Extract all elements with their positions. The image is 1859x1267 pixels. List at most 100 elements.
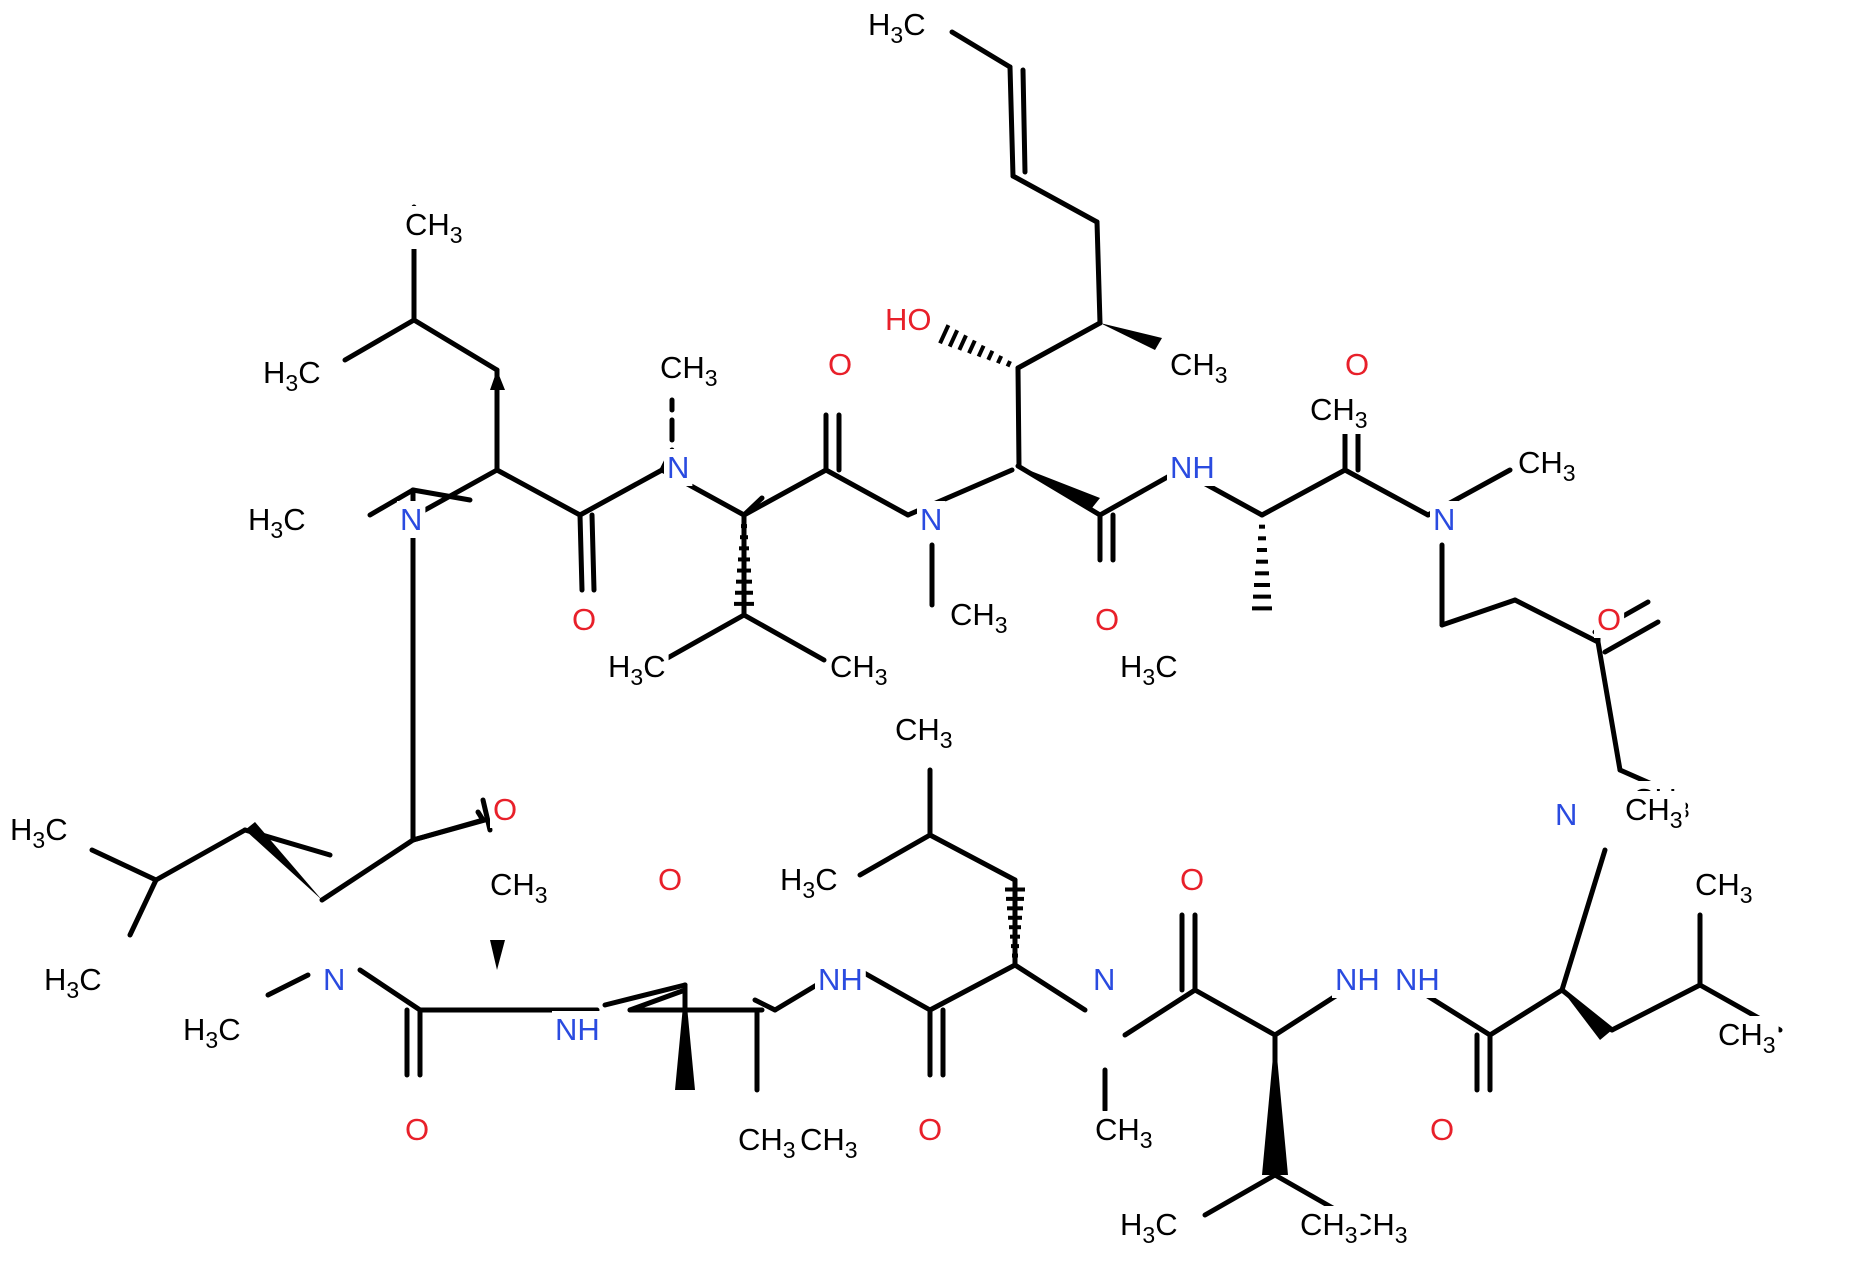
methyl-label: H3C xyxy=(180,1011,244,1054)
nitrogen-label: N xyxy=(664,449,693,486)
bond xyxy=(949,29,1013,70)
bond xyxy=(1010,173,1100,225)
bond xyxy=(265,972,311,998)
svg-text:H3C: H3C xyxy=(780,862,838,903)
methyl-label: H3C xyxy=(865,6,929,49)
oxygen-label: O xyxy=(569,601,600,638)
nitrogen-label: NH xyxy=(1332,961,1383,998)
bond xyxy=(577,467,665,518)
bond xyxy=(1342,467,1431,518)
methyl-label: CH3 xyxy=(947,596,1011,639)
svg-text:CH3: CH3 xyxy=(738,1122,796,1163)
bond xyxy=(1122,987,1198,1038)
svg-text:NH: NH xyxy=(1335,962,1380,997)
bond xyxy=(627,987,688,1013)
nitrogen-label: N xyxy=(1090,961,1119,998)
svg-text:CH3: CH3 xyxy=(405,207,463,248)
svg-text:O: O xyxy=(658,862,682,897)
svg-text:H3C: H3C xyxy=(263,355,321,396)
svg-text:H3C: H3C xyxy=(44,962,102,1003)
bond xyxy=(367,487,416,518)
bond-layer xyxy=(89,29,1783,1218)
svg-text:CH3: CH3 xyxy=(1518,445,1576,486)
svg-text:NH: NH xyxy=(818,962,863,997)
nitrogen-label: N xyxy=(320,961,349,998)
stereo-wedge xyxy=(490,940,505,970)
stereo-wedge xyxy=(1262,1035,1288,1175)
oxygen-label: O xyxy=(915,1111,946,1148)
stereo-wedge xyxy=(1018,466,1100,508)
svg-text:CH3: CH3 xyxy=(800,1122,858,1163)
stereo-wedge xyxy=(1562,990,1612,1040)
stereo-hash xyxy=(976,344,986,358)
svg-text:N: N xyxy=(1093,962,1115,997)
bond xyxy=(927,962,1018,1013)
methyl-label: CH3 xyxy=(1167,346,1231,389)
svg-text:O: O xyxy=(405,1112,429,1147)
nitrogen-label: NH xyxy=(815,961,866,998)
methyl-label: CH3 xyxy=(827,648,891,691)
stereo-hash xyxy=(996,355,1004,365)
bond xyxy=(1020,67,1028,175)
stereo-hash xyxy=(957,334,968,351)
nitrogen-label: N xyxy=(917,501,946,538)
bond xyxy=(857,832,933,878)
stereo-hash xyxy=(947,329,960,348)
bond xyxy=(741,612,827,663)
svg-text:O: O xyxy=(1345,347,1369,382)
svg-text:O: O xyxy=(1430,1112,1454,1147)
svg-text:HO: HO xyxy=(885,302,932,337)
methyl-label: CH3 xyxy=(402,206,466,249)
bond xyxy=(413,467,500,518)
methyl-label: CH3 xyxy=(657,349,721,392)
bond xyxy=(1094,219,1103,326)
bond xyxy=(1202,1172,1278,1218)
svg-text:H3C: H3C xyxy=(1120,1207,1178,1248)
bond xyxy=(153,827,248,883)
bond xyxy=(1439,597,1518,628)
methyl-label: CH3 xyxy=(892,711,956,754)
svg-text:CH3: CH3 xyxy=(1718,1017,1776,1058)
oxygen-label: O xyxy=(825,346,856,383)
bond xyxy=(661,612,747,663)
svg-text:H3C: H3C xyxy=(1120,649,1178,690)
bond xyxy=(1487,987,1565,1038)
bond xyxy=(1015,463,1103,518)
bond xyxy=(1512,597,1601,645)
methyl-label: CH3 xyxy=(1692,866,1756,909)
bond xyxy=(577,512,585,593)
svg-text:CH3: CH3 xyxy=(1095,1112,1153,1153)
svg-text:O: O xyxy=(1597,602,1621,637)
bond xyxy=(752,997,778,1013)
bond xyxy=(89,847,159,883)
bond xyxy=(741,467,829,518)
svg-text:CH3: CH3 xyxy=(1310,392,1368,433)
bond xyxy=(342,317,417,363)
bond xyxy=(480,797,493,833)
bond xyxy=(1012,962,1088,1013)
bond xyxy=(410,817,486,843)
methyl-label: H3C xyxy=(1117,648,1181,691)
bond xyxy=(1097,467,1183,518)
methyl-label: CH3 xyxy=(1297,1206,1361,1249)
bond xyxy=(927,832,1018,883)
svg-text:N: N xyxy=(1555,797,1577,832)
bond xyxy=(410,487,473,503)
stereo-wedge xyxy=(490,370,505,390)
methyl-label: H3C xyxy=(260,354,324,397)
methyl-label: H3C xyxy=(1117,1206,1181,1249)
svg-text:O: O xyxy=(493,792,517,827)
atom-label-layer: H3CCH3H3CCH3H3CCH3CH3H3CCH3CH3H3CCH3CH3H… xyxy=(7,6,1779,1249)
svg-text:CH3: CH3 xyxy=(1170,347,1228,388)
methyl-label: H3C xyxy=(245,501,309,544)
svg-text:N: N xyxy=(667,450,689,485)
stereo-hash xyxy=(1005,360,1012,368)
bond xyxy=(1602,619,1661,655)
methyl-label: CH3 xyxy=(735,1121,799,1164)
bond xyxy=(1015,320,1103,371)
oxygen-label: O xyxy=(655,861,686,898)
bond xyxy=(1559,847,1608,993)
bond xyxy=(127,877,159,938)
svg-text:O: O xyxy=(572,602,596,637)
